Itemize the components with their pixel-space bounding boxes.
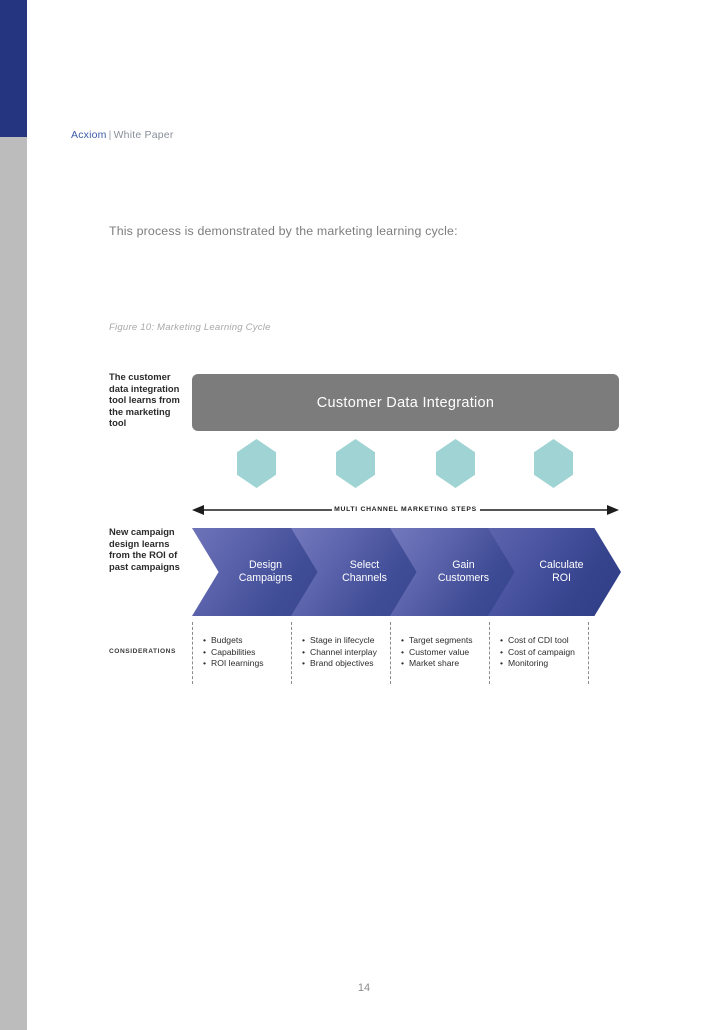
considerations-list: Target segments Customer value Market sh… <box>401 635 489 670</box>
hexagon-4-icon <box>534 439 573 488</box>
step-label-line1: Select <box>349 559 380 572</box>
considerations-list: Budgets Capabilities ROI learnings <box>203 635 291 670</box>
hexagon-1-icon <box>237 439 276 488</box>
figure-caption: Figure 10: Marketing Learning Cycle <box>109 322 271 333</box>
customer-data-integration-banner: Customer Data Integration <box>192 374 619 431</box>
list-item: ROI learnings <box>203 658 291 670</box>
document-header: Acxiom|White Paper <box>71 129 174 141</box>
annotation-bottom: New campaign design learns from the ROI … <box>109 526 180 572</box>
considerations-list: Stage in lifecycle Channel interplay Bra… <box>302 635 390 670</box>
list-item: Monitoring <box>500 658 588 670</box>
multi-channel-steps-label: MULTI CHANNEL MARKETING STEPS <box>334 506 477 513</box>
considerations-column-3: Target segments Customer value Market sh… <box>390 622 489 684</box>
list-item: Customer value <box>401 647 489 659</box>
page-edge-accent-gray <box>0 137 27 1030</box>
step-label-line2: Channels <box>342 572 387 584</box>
brand-name: Acxiom <box>71 129 107 141</box>
considerations-column-1: Budgets Capabilities ROI learnings <box>192 622 291 684</box>
list-item: Channel interplay <box>302 647 390 659</box>
header-separator: | <box>108 129 112 141</box>
list-item: Budgets <box>203 635 291 647</box>
intro-paragraph: This process is demonstrated by the mark… <box>109 224 458 238</box>
list-item: Target segments <box>401 635 489 647</box>
list-item: Capabilities <box>203 647 291 659</box>
multi-channel-steps-arrow-icon <box>192 505 619 515</box>
step-label-line2: Campaigns <box>238 572 293 584</box>
step-label-line1: Calculate <box>539 559 584 572</box>
considerations-label: CONSIDERATIONS <box>109 648 176 655</box>
document-type: White Paper <box>113 129 174 141</box>
step-label-line2: Customers <box>437 572 490 584</box>
step-label-line1: Design <box>249 559 282 572</box>
hexagon-3-icon <box>436 439 475 488</box>
list-item: Cost of campaign <box>500 647 588 659</box>
hexagon-2-icon <box>336 439 375 488</box>
list-item: Stage in lifecycle <box>302 635 390 647</box>
list-item: Cost of CDI tool <box>500 635 588 647</box>
step-label-line2: ROI <box>552 572 571 584</box>
banner-label: Customer Data Integration <box>316 394 495 411</box>
page-number: 14 <box>357 982 371 994</box>
list-item: Brand objectives <box>302 658 390 670</box>
considerations-grid: Budgets Capabilities ROI learnings Stage… <box>192 622 589 684</box>
page-edge-accent-blue <box>0 0 27 137</box>
considerations-column-2: Stage in lifecycle Channel interplay Bra… <box>291 622 390 684</box>
annotation-top: The customer data integration tool learn… <box>109 371 180 429</box>
step-label-line1: Gain <box>452 559 475 572</box>
considerations-list: Cost of CDI tool Cost of campaign Monito… <box>500 635 588 670</box>
list-item: Market share <box>401 658 489 670</box>
considerations-column-4: Cost of CDI tool Cost of campaign Monito… <box>489 622 589 684</box>
